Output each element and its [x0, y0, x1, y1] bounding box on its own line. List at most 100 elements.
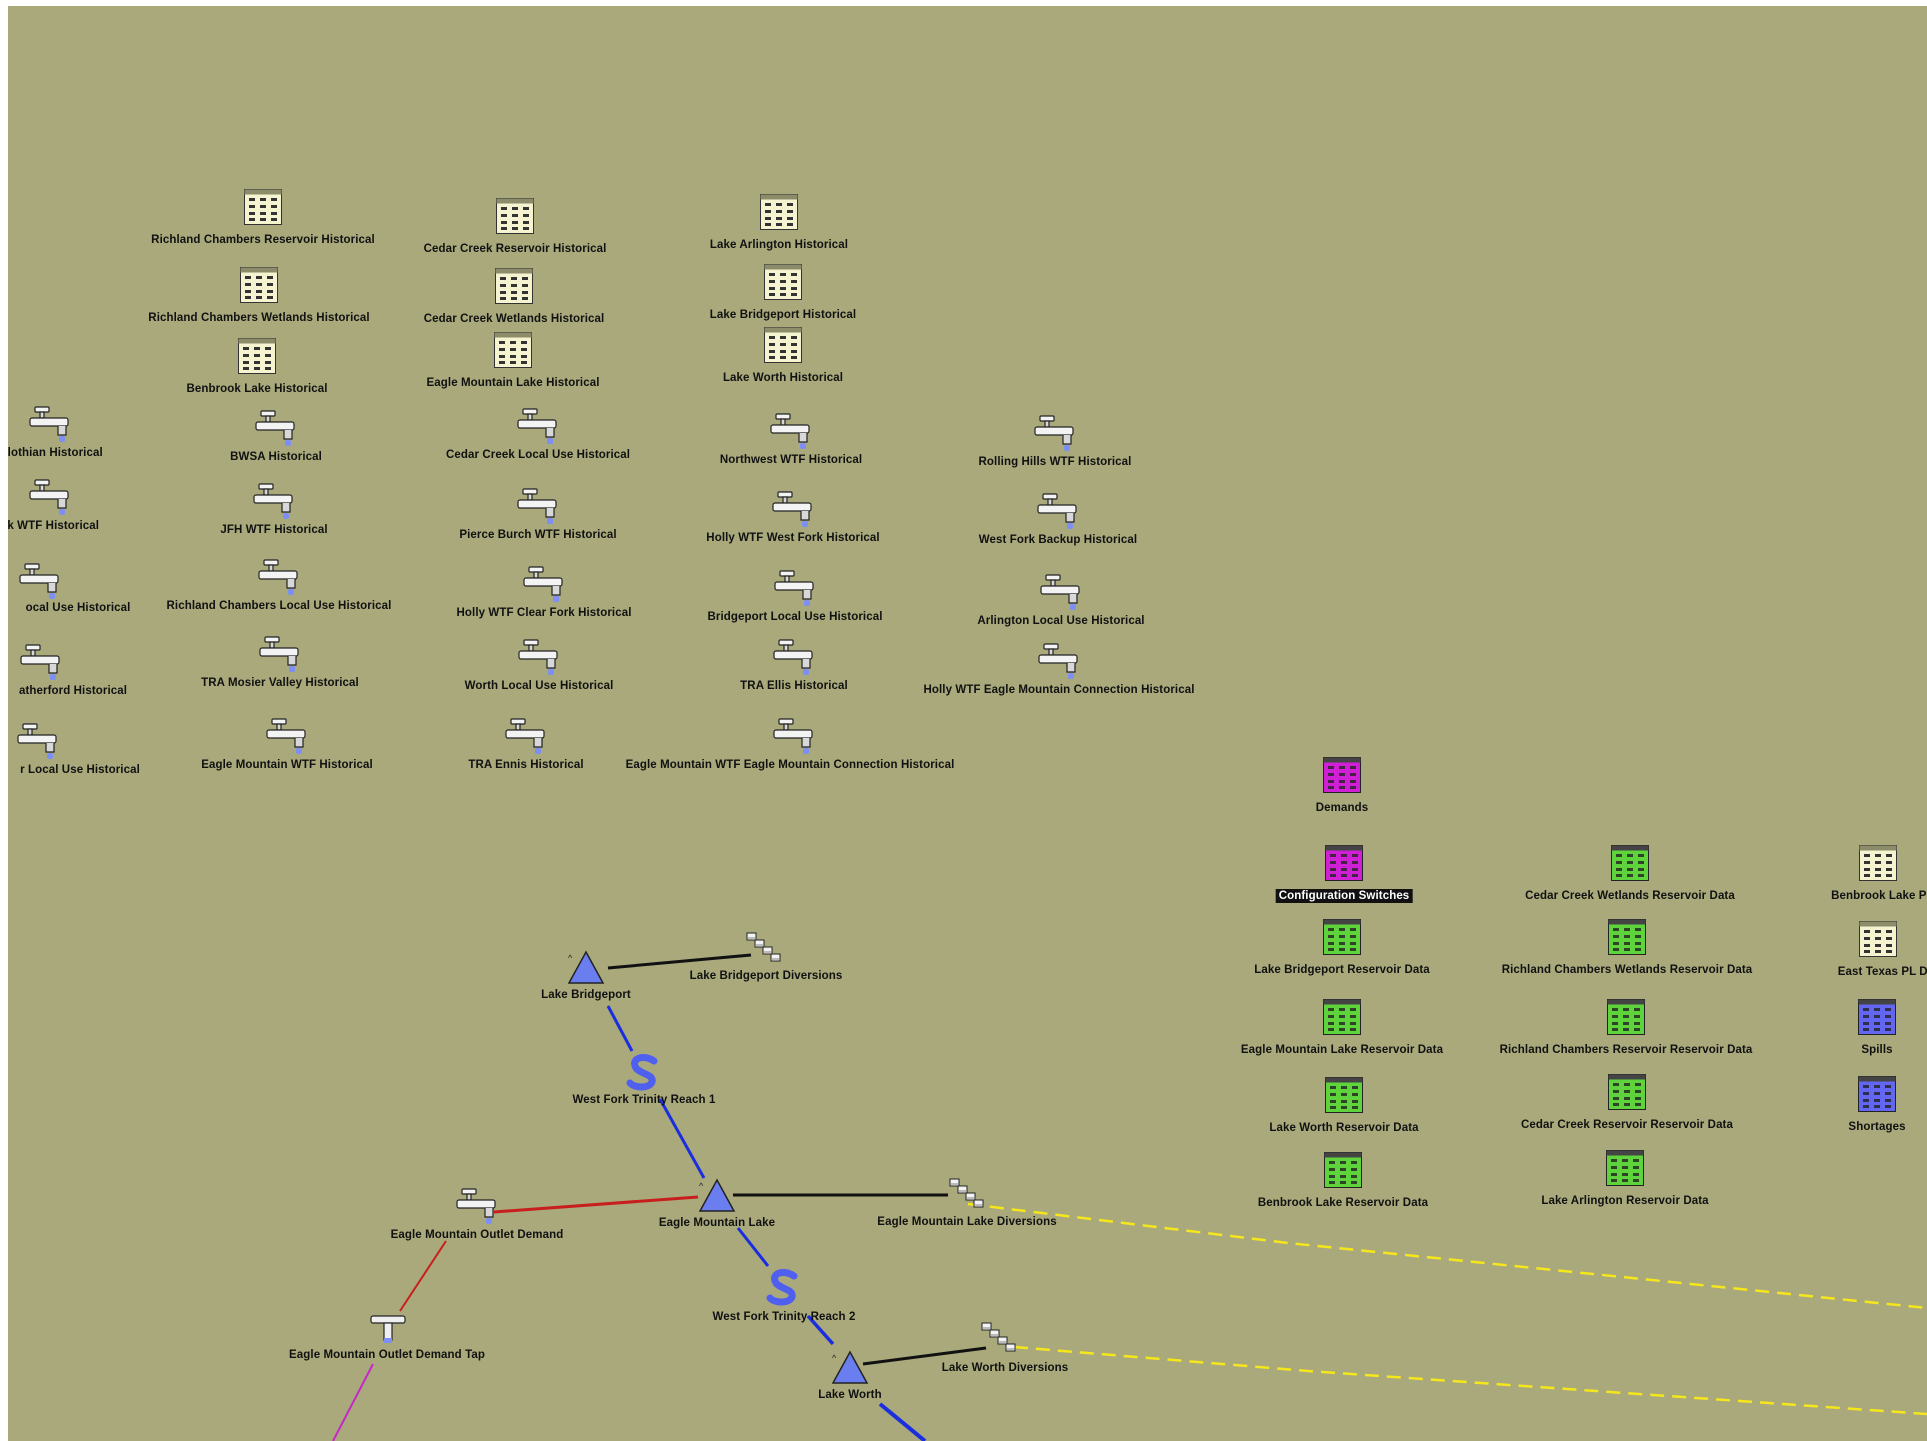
link-worth-downstream — [878, 1402, 927, 1441]
faucet-icon — [20, 644, 60, 680]
node-label: Richland Chambers Wetlands Historical — [148, 312, 370, 324]
node-label: Lake Worth — [818, 1389, 882, 1401]
table-icon — [240, 267, 278, 303]
data-grid-icon — [1325, 845, 1363, 881]
diversion-stairs-icon — [981, 1322, 1016, 1352]
faucet-icon — [1038, 643, 1078, 679]
faucet-icon — [255, 410, 295, 446]
node-label: Cedar Creek Reservoir Historical — [423, 243, 607, 255]
faucet-icon — [774, 570, 814, 606]
faucet-icon — [17, 723, 57, 759]
node-label: Lake Worth Reservoir Data — [1269, 1122, 1419, 1134]
faucet-icon — [259, 636, 299, 672]
node-label: Cedar Creek Reservoir Reservoir Data — [1521, 1119, 1733, 1131]
node-label: Eagle Mountain Outlet Demand — [390, 1229, 564, 1241]
table-icon — [244, 189, 282, 225]
node-label: r Local Use Historical — [20, 764, 140, 776]
node-label: Eagle Mountain Lake Reservoir Data — [1240, 1044, 1444, 1056]
reach-s-icon — [626, 1054, 658, 1091]
node-label: Lake Bridgeport — [541, 989, 631, 1001]
reservoir-triangle-icon: ^ — [567, 950, 605, 984]
node-label: Shortages — [1848, 1121, 1906, 1133]
reach-s-icon — [766, 1269, 798, 1306]
data-grid-icon — [1608, 919, 1646, 955]
faucet-icon — [29, 479, 69, 515]
node-label: Richland Chambers Reservoir Historical — [151, 234, 375, 246]
node-label: Benbrook Lake Reservoir Data — [1257, 1197, 1429, 1209]
node-label: East Texas PL Da — [1837, 966, 1927, 978]
node-label: Eagle Mountain WTF Historical — [201, 759, 373, 771]
data-grid-icon — [1607, 999, 1645, 1035]
data-grid-icon — [1858, 1076, 1896, 1112]
node-label: Pierce Burch WTF Historical — [459, 529, 617, 541]
faucet-icon — [517, 488, 557, 524]
node-label: West Fork Backup Historical — [978, 534, 1138, 546]
link-reach1-eagle — [658, 1098, 706, 1179]
node-label-selected: Configuration Switches — [1275, 889, 1413, 903]
node-label: ocal Use Historical — [25, 602, 131, 614]
link-worth-diversion — [862, 1346, 987, 1366]
faucet-icon — [517, 408, 557, 444]
faucet-icon — [1034, 415, 1074, 451]
data-grid-icon — [1608, 1074, 1646, 1110]
node-label: Lake Arlington Historical — [709, 239, 849, 251]
data-grid-icon — [1611, 845, 1649, 881]
table-icon — [1859, 845, 1897, 881]
node-label: Eagle Mountain Lake Historical — [426, 377, 600, 389]
node-label: atherford Historical — [18, 685, 128, 697]
node-label: Lake Worth Historical — [722, 372, 844, 384]
node-label: TRA Ellis Historical — [740, 680, 848, 692]
link-bridgeport-diversion — [607, 953, 752, 970]
svg-text:^: ^ — [699, 1181, 704, 1191]
table-icon — [764, 327, 802, 363]
node-label: Holly WTF Clear Fork Historical — [456, 607, 632, 619]
diversion-stairs-icon — [949, 1178, 984, 1208]
node-label: Holly WTF West Fork Historical — [706, 532, 880, 544]
node-label: ek WTF Historical — [8, 520, 100, 532]
faucet-icon — [773, 718, 813, 754]
link-tap-downstream — [332, 1363, 374, 1441]
node-label: Eagle Mountain Outlet Demand Tap — [289, 1349, 485, 1361]
table-icon — [1859, 921, 1897, 957]
node-label: Cedar Creek Wetlands Reservoir Data — [1525, 890, 1735, 902]
link-outlet-tap — [399, 1240, 447, 1312]
table-icon — [760, 194, 798, 230]
node-label: Lake Bridgeport Historical — [709, 309, 857, 321]
table-icon — [495, 268, 533, 304]
faucet-icon — [523, 566, 563, 602]
node-label: Lake Worth Diversions — [941, 1362, 1069, 1374]
data-grid-icon — [1858, 999, 1896, 1035]
node-label: Eagle Mountain Lake — [658, 1217, 776, 1229]
network-canvas[interactable]: Richland Chambers Reservoir Historical C… — [8, 6, 1927, 1441]
node-label: West Fork Trinity Reach 2 — [712, 1311, 856, 1323]
node-label: West Fork Trinity Reach 1 — [572, 1094, 716, 1106]
data-link-worth-diversions — [1013, 1345, 1927, 1416]
table-icon — [496, 198, 534, 234]
network-links — [332, 953, 1927, 1441]
node-label: idlothian Historical — [8, 447, 103, 459]
node-label: Cedar Creek Local Use Historical — [445, 449, 631, 461]
faucet-icon — [258, 559, 298, 595]
table-icon — [494, 332, 532, 368]
data-grid-icon — [1323, 919, 1361, 955]
node-label: Benbrook Lake PS I — [1831, 890, 1927, 902]
diversion-stairs-icon — [746, 932, 781, 962]
node-label: Northwest WTF Historical — [719, 454, 863, 466]
data-grid-icon — [1606, 1150, 1644, 1186]
data-grid-icon — [1325, 1077, 1363, 1113]
node-label: Rolling Hills WTF Historical — [978, 456, 1132, 468]
svg-text:^: ^ — [832, 1353, 837, 1363]
node-label: Lake Arlington Reservoir Data — [1541, 1195, 1709, 1207]
data-grid-icon — [1323, 757, 1361, 793]
faucet-icon — [505, 718, 545, 754]
faucet-icon — [266, 718, 306, 754]
node-label: Lake Bridgeport Reservoir Data — [1254, 964, 1430, 976]
svg-text:^: ^ — [568, 953, 573, 963]
tap-tee-icon — [370, 1315, 406, 1343]
faucet-icon — [1040, 574, 1080, 610]
reservoir-triangle-icon: ^ — [831, 1350, 869, 1384]
link-outlet-demand — [493, 1195, 699, 1214]
link-bridgeport-reach1 — [606, 1005, 634, 1052]
faucet-icon — [29, 406, 69, 442]
node-label: JFH WTF Historical — [220, 524, 328, 536]
